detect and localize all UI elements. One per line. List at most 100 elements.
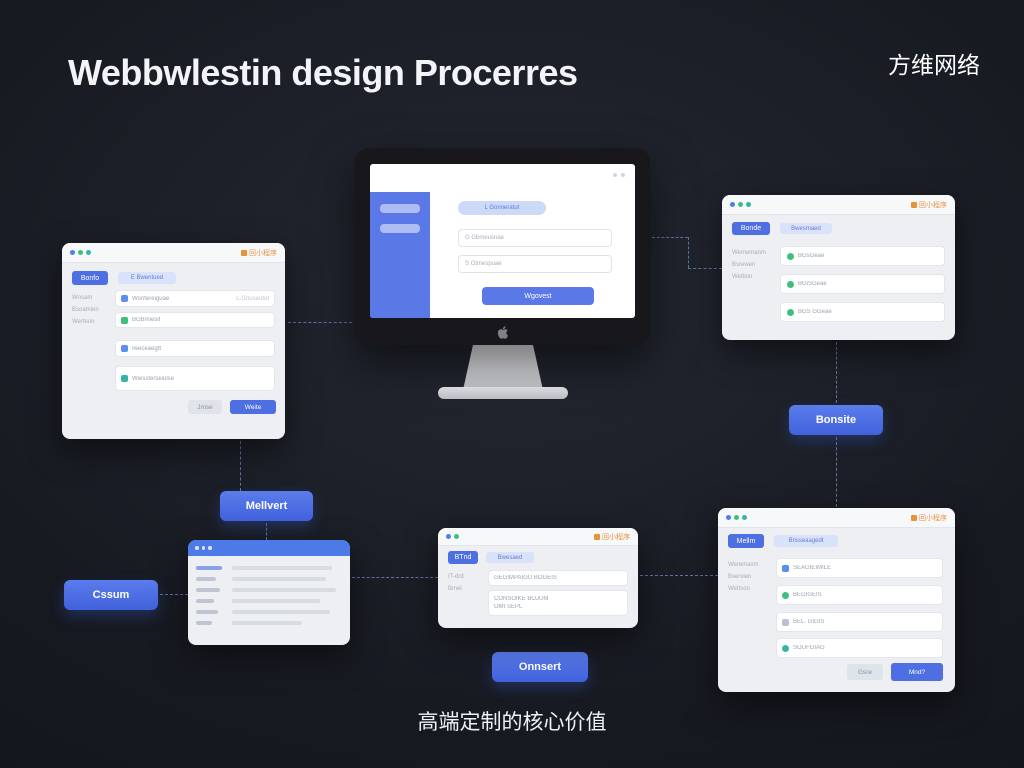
field-icon: [121, 345, 128, 352]
form-field[interactable]: SEAGIEIMILE: [776, 558, 943, 578]
window-dot-icon: [730, 202, 735, 207]
sidebar-line-bar: [196, 621, 212, 625]
connector-line: [240, 441, 241, 491]
window-list-topright: 回小程序 Bonde Bwesmaed Wememanm Bsrewen Wet…: [722, 195, 955, 340]
window-dot-icon: [78, 250, 83, 255]
form-field[interactable]: Wiessterseiulse: [115, 366, 275, 391]
sidebar-label: Wettion: [732, 274, 753, 280]
list-row[interactable]: BGS GGeae: [780, 302, 945, 322]
field-text: BEL. GIGIS: [793, 619, 825, 625]
connector-line: [288, 322, 352, 323]
sidebar-line-bar: [196, 599, 214, 603]
window-dot-icon: [746, 202, 751, 207]
field-text: GEGIMPAIGU BOGEIS: [494, 575, 557, 581]
row-text: BGiSGeae: [798, 281, 827, 287]
row-text: BGS GGeae: [798, 309, 832, 315]
screen-header-dot-icon: [621, 173, 625, 177]
cancel-button[interactable]: Jmse: [188, 400, 222, 414]
screen-submit-button[interactable]: Wgovest: [482, 287, 594, 305]
window-dot-icon: [446, 534, 451, 539]
tab-secondary[interactable]: Bwesmaed: [780, 223, 832, 234]
connector-line: [836, 342, 837, 403]
form-field[interactable]: GEGIMPAIGU BOGEIS: [488, 570, 628, 586]
screen-input-1[interactable]: G Gbmeusnae: [458, 229, 612, 247]
screen-sidebar: [370, 192, 430, 318]
row-text: BGsGeae: [798, 253, 825, 259]
miniprogram-icon: [911, 201, 917, 208]
content-line-bar: [232, 610, 330, 614]
tab-secondary[interactable]: Bwesaed: [486, 552, 534, 563]
monitor-mockup: L Gonneratut G Gbmeusnae S Gtmespuae Wgo…: [355, 148, 650, 345]
field-text: BGBmiesit: [132, 317, 161, 323]
window-dot-icon: [195, 546, 199, 550]
mellvert-button[interactable]: Mellvert: [220, 491, 313, 521]
window-dot-icon: [70, 250, 75, 255]
form-field[interactable]: SOUFGIAG: [776, 638, 943, 658]
primary-button[interactable]: Mnd?: [891, 663, 943, 681]
window-dot-icon: [86, 250, 91, 255]
sidebar-label: Bsrewen: [732, 262, 756, 268]
field-text: OMI SEPL: [494, 604, 523, 610]
window-dot-icon: [742, 515, 747, 520]
form-field[interactable]: CONSOIKE BOJUM OMI SEPL: [488, 590, 628, 616]
secondary-button[interactable]: Gsre: [847, 664, 883, 680]
window-dot-icon: [738, 202, 743, 207]
list-row[interactable]: BGiSGeae: [780, 274, 945, 294]
badge-text: 回小程序: [249, 249, 277, 257]
window-header: 回小程序: [438, 528, 638, 546]
form-field[interactable]: Iweceaegtt: [115, 340, 275, 357]
sidebar-line-bar: [196, 610, 218, 614]
screen-input-2[interactable]: S Gtmespuae: [458, 255, 612, 273]
sidebar-label: Wettson: [728, 586, 750, 592]
bonsite-button[interactable]: Bonsite: [789, 405, 883, 435]
sidebar-label: Wnsam: [72, 295, 93, 301]
form-field[interactable]: Wonfereiguae L.Gnuseubd: [115, 290, 275, 307]
window-titlebar: [188, 540, 350, 556]
confirm-button[interactable]: Weite: [230, 400, 276, 414]
content-line-bar: [232, 588, 336, 592]
sidebar-label: Bservien: [728, 574, 752, 580]
field-text: Wiessterseiulse: [132, 375, 175, 382]
window-form-right: 回小程序 Mellm Bnsseaagedt Weremaxm Bservien…: [718, 508, 955, 692]
sidebar-label: Bmel: [448, 586, 462, 592]
onnsert-button[interactable]: Onnsert: [492, 652, 588, 682]
form-field[interactable]: BGBmiesit: [115, 312, 275, 328]
content-line-bar: [232, 599, 320, 603]
field-text: SEAGIEIMILE: [793, 565, 832, 571]
window-list-bars: [188, 540, 350, 645]
tab-secondary[interactable]: E Bwentued: [118, 272, 176, 284]
miniprogram-badge: 回小程序: [911, 513, 947, 523]
sidebar-line-bar: [196, 566, 222, 570]
tab-primary[interactable]: Bonfo: [72, 271, 108, 285]
content-line-bar: [232, 566, 332, 570]
content-line-bar: [232, 577, 326, 581]
form-field[interactable]: BEGIGEIS: [776, 585, 943, 605]
miniprogram-icon: [911, 514, 917, 521]
tab-primary[interactable]: Mellm: [728, 534, 764, 548]
cssum-button[interactable]: Cssum: [64, 580, 158, 610]
sidebar-label: Weremaxm: [728, 562, 759, 568]
window-header: 回小程序: [62, 243, 285, 263]
miniprogram-icon: [594, 533, 600, 540]
field-icon: [782, 618, 789, 626]
field-icon: [782, 644, 789, 652]
sidebar-nav-pill[interactable]: [380, 224, 420, 233]
tab-primary[interactable]: Bonde: [732, 222, 770, 235]
connector-line: [266, 523, 267, 540]
connector-line: [640, 575, 718, 576]
monitor-stand-neck: [463, 343, 543, 390]
window-dot-icon: [201, 546, 205, 550]
sidebar-label: Bsoamien: [72, 307, 99, 313]
tab-primary[interactable]: BTnd: [448, 551, 478, 564]
row-status-icon: [787, 308, 794, 316]
sidebar-line-bar: [196, 588, 220, 592]
window-header: 回小程序: [718, 508, 955, 528]
list-row[interactable]: BGsGeae: [780, 246, 945, 266]
tab-secondary[interactable]: Bnsseaagedt: [774, 535, 838, 547]
badge-text: 回小程序: [919, 201, 947, 209]
sidebar-nav-pill[interactable]: [380, 204, 420, 213]
form-field[interactable]: BEL. GIGIS: [776, 612, 943, 632]
window-header: 回小程序: [722, 195, 955, 215]
field-text: Wonfereiguae: [132, 295, 170, 302]
